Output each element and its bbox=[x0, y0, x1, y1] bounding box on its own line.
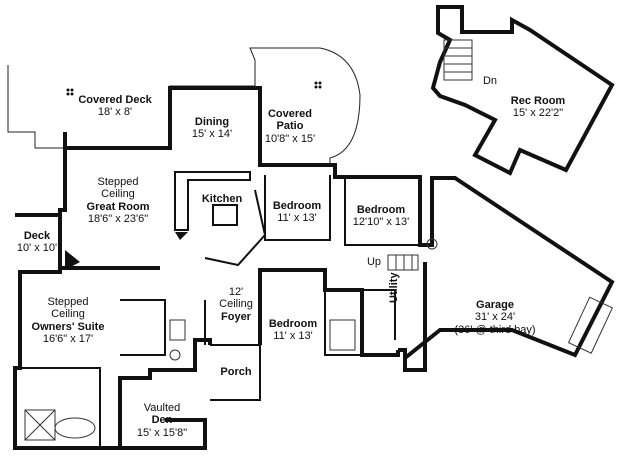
utility-walls bbox=[362, 289, 396, 340]
room-dims: 18' x 8' bbox=[97, 106, 133, 119]
den-label: Vaulted Den 15' x 15'8" bbox=[137, 402, 187, 439]
room-name-1: Covered bbox=[267, 108, 313, 120]
fireplace bbox=[65, 250, 80, 270]
room-name: Porch bbox=[220, 366, 252, 378]
hall-bath-walls bbox=[324, 270, 362, 356]
shower bbox=[24, 409, 56, 441]
stairs-rec bbox=[443, 39, 473, 81]
room-note-2: Ceiling bbox=[101, 188, 135, 201]
garage-door-1 bbox=[567, 296, 614, 354]
room-note-1: 12' bbox=[228, 286, 244, 298]
dining-label: Dining 15' x 14' bbox=[192, 116, 232, 141]
room-name: Owners' Suite bbox=[31, 320, 105, 333]
room-name: Garage bbox=[476, 299, 514, 311]
room-name: Bedroom bbox=[356, 204, 406, 216]
garage-label: Garage 31' x 24' (36' @ third bay) bbox=[454, 299, 535, 336]
room-dims: 31' x 24' bbox=[474, 311, 516, 324]
room-note-1: Stepped bbox=[47, 296, 89, 308]
kitchen-island bbox=[212, 204, 238, 226]
owners-suite-label: Stepped Ceiling Owners' Suite 16'6" x 17… bbox=[32, 296, 105, 345]
dn-label: Dn bbox=[483, 75, 497, 87]
kitchen-peninsula bbox=[204, 189, 267, 267]
room-name: Kitchen bbox=[201, 193, 243, 205]
water-heater bbox=[426, 238, 438, 250]
room-name: Deck bbox=[23, 230, 51, 242]
kitchen-label: Kitchen bbox=[202, 193, 242, 205]
bedroom-b-walls bbox=[344, 175, 420, 246]
hall-tub bbox=[329, 319, 356, 351]
room-dims: 11' x 13' bbox=[277, 212, 317, 225]
west-wall bbox=[13, 148, 120, 450]
room-dims: 12'10" x 13' bbox=[352, 216, 410, 229]
vanity bbox=[169, 319, 186, 341]
porch-walls bbox=[210, 344, 261, 401]
room-dims: 10' x 10' bbox=[16, 242, 58, 255]
room-name: Dining bbox=[194, 116, 230, 128]
owners-closet-walls bbox=[120, 299, 166, 356]
covered-deck-label: Covered Deck 18' x 8' bbox=[78, 94, 151, 119]
room-name: Utility bbox=[388, 272, 400, 303]
bedroom-b-label: Bedroom 12'10" x 13' bbox=[353, 204, 409, 229]
room-name: Covered Deck bbox=[78, 94, 152, 106]
bedroom-a-label: Bedroom 11' x 13' bbox=[273, 200, 321, 225]
tub bbox=[54, 417, 96, 439]
room-name: Great Room bbox=[86, 200, 150, 213]
south-wall-east bbox=[258, 268, 400, 357]
room-note-2: Ceiling bbox=[219, 298, 253, 311]
owners-bath-walls bbox=[20, 367, 101, 448]
exterior-wall bbox=[63, 86, 615, 363]
room-dims: 10'8" x 15' bbox=[264, 132, 316, 145]
room-name: Rec Room bbox=[510, 95, 566, 107]
room-dims: 15' x 15'8" bbox=[136, 426, 188, 439]
covered-patio-outline bbox=[249, 47, 361, 165]
covered-patio-label: Covered Patio 10'8" x 15' bbox=[265, 108, 315, 145]
great-room-label: Stepped Ceiling Great Room 18'6" x 23'6" bbox=[87, 176, 150, 225]
south-wall-west bbox=[118, 338, 212, 450]
utility-label: Utility bbox=[388, 272, 400, 303]
room-dims: 15' x 22'2" bbox=[512, 107, 564, 120]
room-name: Bedroom bbox=[272, 200, 322, 212]
dn-text: Dn bbox=[482, 75, 498, 87]
up-text: Up bbox=[366, 256, 382, 268]
room-note-1: Stepped bbox=[97, 176, 139, 188]
garage-side-wall bbox=[403, 262, 427, 372]
room-note-1: Vaulted bbox=[143, 402, 181, 414]
kitchen-counter bbox=[174, 171, 251, 231]
room-name: Den bbox=[151, 414, 173, 427]
deck-label: Deck 10' x 10' bbox=[17, 230, 57, 255]
room-dims: 18'6" x 23'6" bbox=[87, 212, 149, 225]
room-name: Bedroom bbox=[268, 318, 318, 330]
toilet bbox=[169, 349, 181, 361]
rec-room-label: Rec Room 15' x 22'2" bbox=[511, 95, 565, 120]
porch-label: Porch bbox=[220, 366, 251, 378]
room-note-2: Ceiling bbox=[51, 308, 85, 321]
up-label: Up bbox=[367, 256, 381, 268]
room-dims: 15' x 14' bbox=[191, 128, 233, 141]
bedroom-c-label: Bedroom 11' x 13' bbox=[269, 318, 317, 343]
room-note: (36' @ third bay) bbox=[454, 323, 536, 336]
rec-room-wall bbox=[430, 5, 615, 176]
bedroom-a-walls bbox=[264, 175, 331, 241]
room-dims: 16'6" x 17' bbox=[42, 332, 94, 345]
room-name: Foyer bbox=[221, 310, 251, 323]
room-name-2: Patio bbox=[276, 120, 304, 133]
foyer-label: 12' Ceiling Foyer bbox=[219, 286, 253, 323]
room-dims: 11' x 13' bbox=[273, 330, 313, 343]
stairs-main bbox=[387, 254, 419, 271]
